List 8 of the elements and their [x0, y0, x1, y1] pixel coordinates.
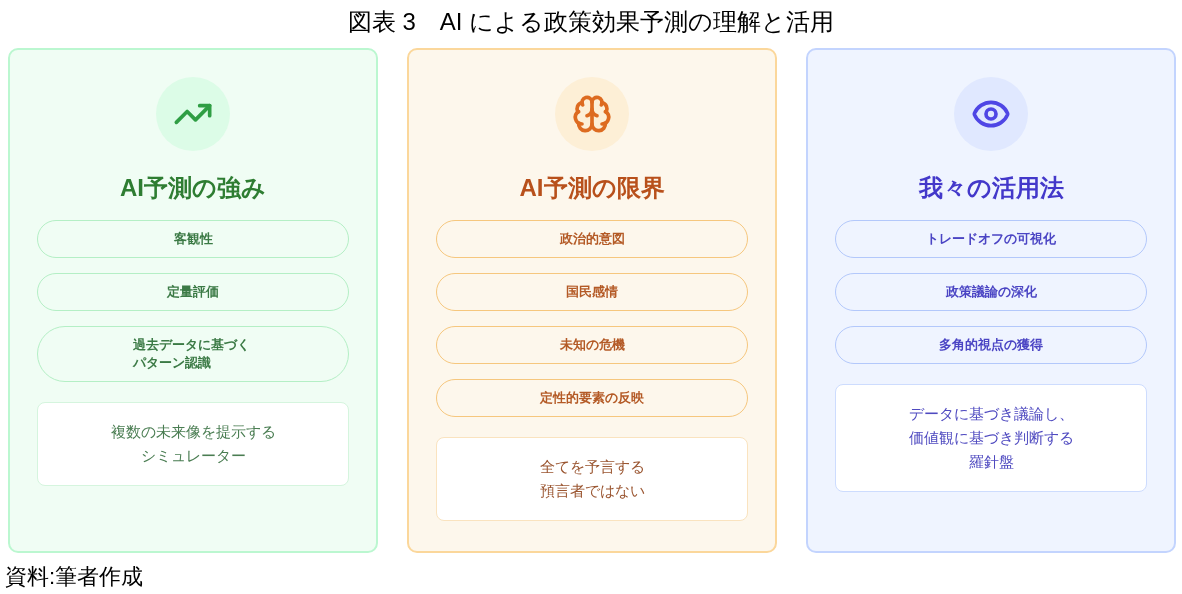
summary-card: 複数の未来像を提示するシミュレーター: [37, 402, 349, 486]
source-note: 資料:筆者作成: [5, 564, 144, 589]
summary-card: データに基づき議論し、価値観に基づき判断する羅針盤: [835, 384, 1147, 492]
category-panel: 我々の活用法 トレードオフの可視化 政策議論の深化 多角的視点の獲得 データに基づき議論し、価値観に基づき判断する羅針盤: [806, 48, 1176, 553]
category-panel: AI予測の限界 政治的意図 国民感情 未知の危機 定性的要素の反映 全てを予言する預言者ではない: [407, 48, 777, 553]
category-panel: AI予測の強み 客観性 定量評価 過去データに基づくパターン認識 複数の未来像を提示するシミュレーター: [8, 48, 378, 553]
diagram-title: 図表 3 AI による政策効果予測の理解と活用: [347, 7, 835, 37]
summary-card: 全てを予言する預言者ではない: [436, 437, 748, 521]
